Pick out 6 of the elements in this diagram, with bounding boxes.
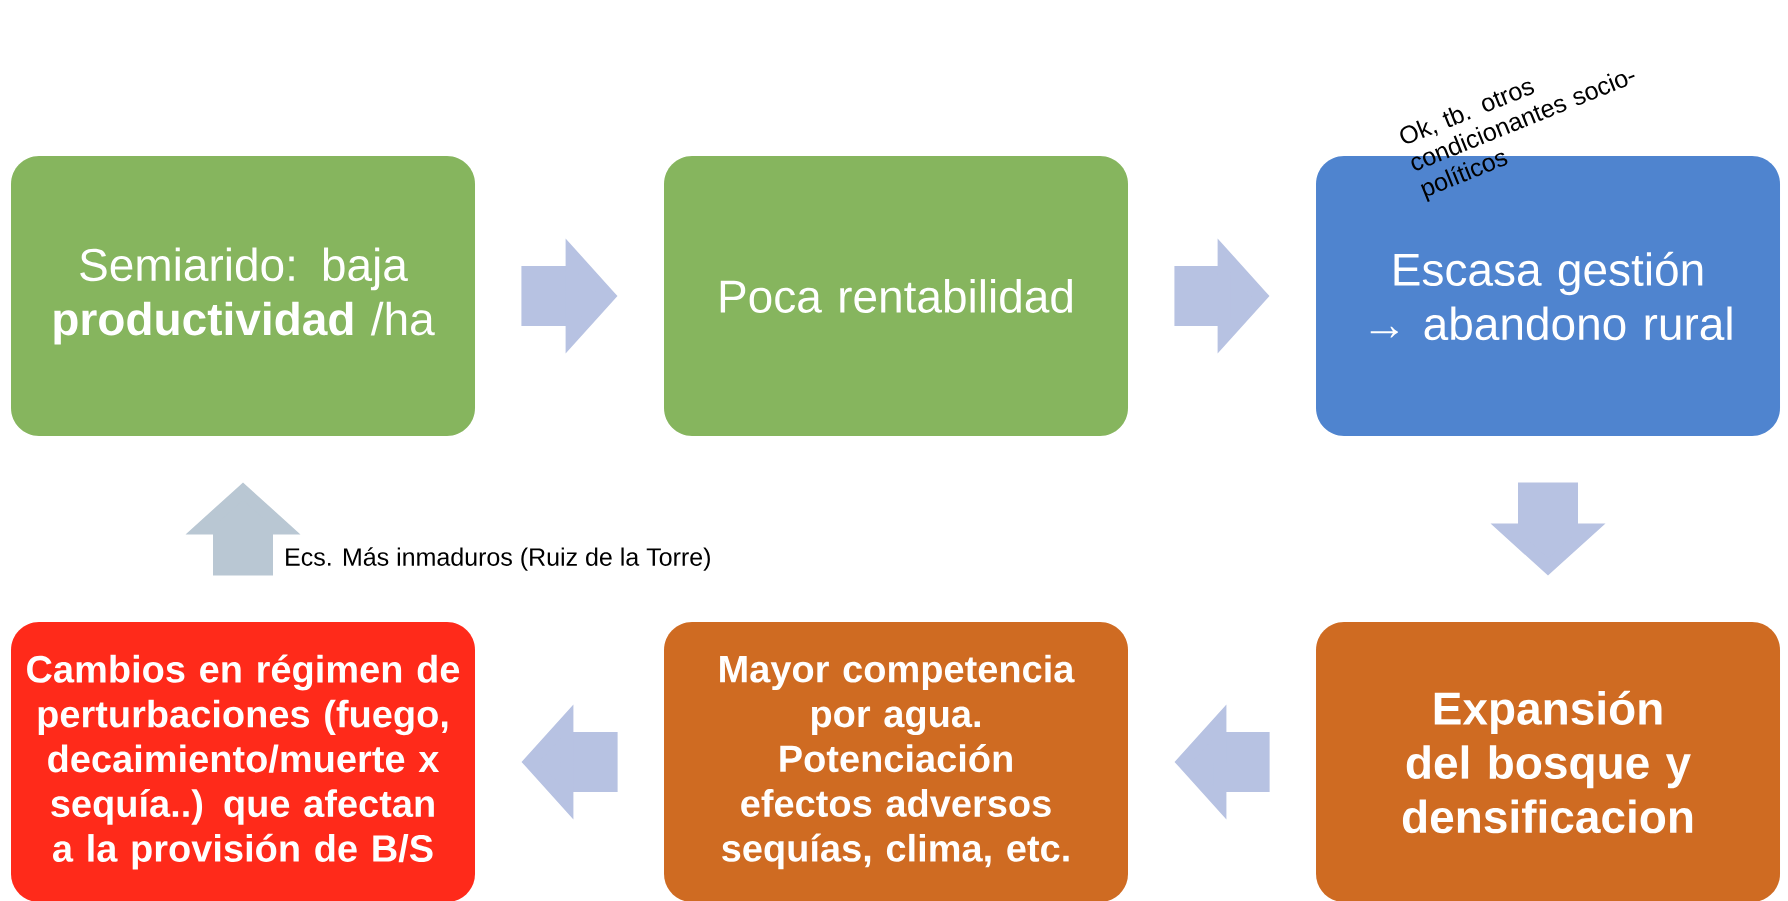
- process-box: Poca rentabilidad: [664, 156, 1128, 436]
- process-box: Semiarido: baja productividad /ha: [11, 156, 475, 436]
- process-box: Expansión del bosque y densificacion: [1316, 622, 1780, 901]
- process-box: Mayor competencia por agua. Potenciación efectos adversos sequías, clima, etc.: [664, 622, 1128, 901]
- process-box: Cambios en régimen de perturbaciones (fuego, decaimiento/muerte x sequía..) que afectan a la provisión de B/S: [11, 622, 475, 901]
- note-text: Ecs. Más inmaduros (Ruiz de la Torre): [286, 547, 710, 571]
